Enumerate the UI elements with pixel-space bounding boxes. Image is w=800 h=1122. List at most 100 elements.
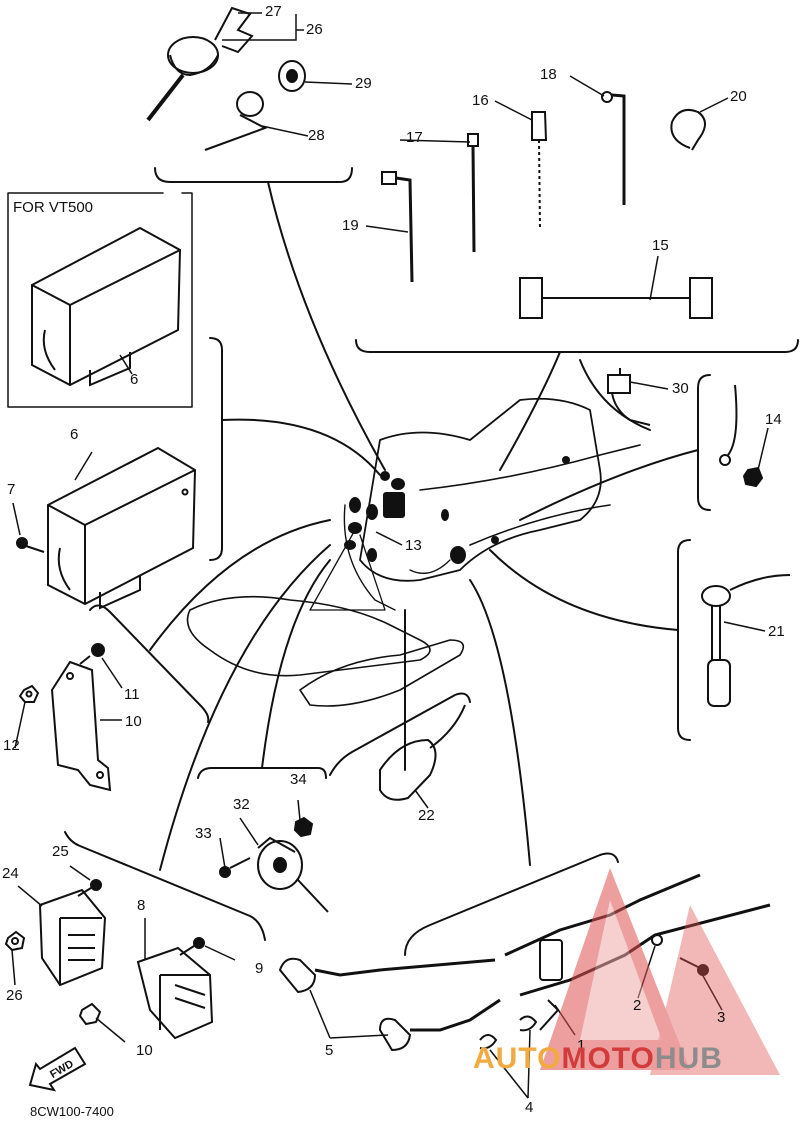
callout-26: 26 bbox=[6, 987, 23, 1004]
part-7-screw bbox=[16, 537, 45, 553]
part-18-band bbox=[467, 133, 479, 253]
callout-13: 12 bbox=[3, 737, 20, 754]
callout-6-inset: 6 bbox=[130, 371, 139, 388]
part-30-grommet bbox=[278, 60, 306, 92]
callout-18: 17 bbox=[406, 129, 423, 146]
group-bracket-right-15 bbox=[697, 374, 711, 511]
callout-28: 27 bbox=[265, 3, 282, 20]
watermark-part3: HUB bbox=[654, 1042, 723, 1075]
group-bracket-bottom-left bbox=[64, 831, 266, 941]
callout-12: 11 bbox=[124, 686, 140, 703]
group-bracket-top-left bbox=[154, 167, 353, 183]
part-6-inset bbox=[31, 226, 182, 387]
part-19-band bbox=[601, 91, 626, 205]
callout-leaders bbox=[11, 12, 769, 1099]
callout-34: 34 bbox=[290, 771, 307, 788]
callout-2: 2 bbox=[633, 997, 642, 1014]
part-5-plug-cap bbox=[278, 957, 501, 1052]
callout-9: 9 bbox=[255, 960, 264, 977]
part-8-unit bbox=[136, 946, 214, 1040]
callout-11: 10 bbox=[125, 713, 142, 730]
callout-10: 10 bbox=[136, 1042, 153, 1059]
harness-wire bbox=[309, 529, 386, 611]
group-bracket-bottom-mid bbox=[197, 767, 327, 779]
diagram-code: 8CW100-7400 bbox=[30, 1104, 114, 1119]
part-23-condenser bbox=[379, 704, 466, 801]
leader-line bbox=[267, 181, 386, 471]
part-12-bolt bbox=[79, 643, 105, 665]
watermark-text: AUTOMOTOHUB bbox=[473, 1042, 723, 1076]
frame-tube bbox=[186, 595, 431, 677]
connector-cluster bbox=[344, 456, 570, 564]
frame-spine-lower bbox=[469, 504, 611, 546]
callout-31: 30 bbox=[672, 380, 689, 397]
part-22-sensor bbox=[701, 574, 791, 707]
callout-27: 26 bbox=[306, 21, 323, 38]
inset-title: FOR VT500 bbox=[13, 199, 94, 216]
callout-7: 7 bbox=[7, 481, 16, 498]
group-bracket-left bbox=[209, 337, 223, 561]
part-6-main bbox=[47, 446, 197, 610]
part-33-bolt bbox=[219, 857, 251, 878]
callout-3: 3 bbox=[717, 1009, 726, 1026]
callout-14: 13 bbox=[405, 537, 422, 554]
callout-29: 28 bbox=[308, 127, 325, 144]
part-25-bolt bbox=[77, 879, 102, 897]
part-4-clip bbox=[479, 1015, 538, 1050]
callout-20: 19 bbox=[342, 217, 359, 234]
part-20-band bbox=[381, 171, 414, 283]
part-13-nut bbox=[18, 684, 40, 703]
watermark-part1: AUTO bbox=[473, 1042, 562, 1075]
leader-line bbox=[499, 351, 561, 471]
part-34-nut bbox=[293, 816, 314, 838]
part-29-switch bbox=[204, 91, 268, 151]
leader-line bbox=[221, 418, 381, 476]
callout-16: 15 bbox=[652, 237, 669, 254]
frame-spine bbox=[419, 444, 641, 491]
group-bracket-top-right bbox=[355, 339, 799, 353]
watermark-part2: MOTO bbox=[561, 1042, 655, 1075]
callout-21: 20 bbox=[730, 88, 747, 105]
callout-22: 21 bbox=[768, 623, 785, 640]
group-bracket-bottom-mid2 bbox=[329, 692, 471, 776]
callout-5: 5 bbox=[325, 1042, 334, 1059]
part-31-relay bbox=[607, 368, 651, 426]
leader-line bbox=[469, 579, 531, 866]
callout-15: 14 bbox=[765, 411, 782, 428]
part-2-nut bbox=[651, 934, 663, 946]
leader-line bbox=[159, 544, 331, 871]
callout-30: 29 bbox=[355, 75, 372, 92]
part-17-clamp bbox=[531, 111, 548, 231]
callout-4: 4 bbox=[525, 1099, 534, 1116]
callout-17: 16 bbox=[472, 92, 489, 109]
group-bracket-left-11 bbox=[89, 604, 210, 723]
callout-33: 33 bbox=[195, 825, 212, 842]
part-26-nut bbox=[4, 930, 26, 952]
watermark-logo bbox=[540, 868, 780, 1075]
part-21-clip bbox=[670, 109, 706, 151]
part-9-bolt bbox=[179, 937, 205, 956]
part-15-bolt bbox=[719, 384, 764, 488]
leader-line bbox=[149, 519, 331, 651]
leader-line bbox=[519, 449, 699, 521]
callout-23: 22 bbox=[418, 807, 435, 824]
frame-outline bbox=[359, 397, 602, 582]
harness-wire bbox=[409, 559, 451, 574]
callout-1: 1 bbox=[577, 1037, 586, 1054]
group-bracket-bottom-right bbox=[404, 852, 619, 956]
callout-25: 25 bbox=[52, 843, 69, 860]
callout-24: 24 bbox=[2, 865, 19, 882]
leader-line bbox=[489, 549, 679, 631]
inset-box bbox=[7, 192, 193, 408]
part-24-unit bbox=[38, 888, 107, 987]
fwd-arrow bbox=[28, 1046, 87, 1092]
part-11-bracket bbox=[50, 660, 112, 792]
harness-wire bbox=[343, 504, 396, 611]
callout-19: 18 bbox=[540, 66, 557, 83]
part-27-switch bbox=[146, 6, 254, 122]
callout-8: 8 bbox=[137, 897, 146, 914]
part-16-holder bbox=[519, 277, 713, 319]
leader-line bbox=[261, 559, 331, 769]
callout-32: 32 bbox=[233, 796, 250, 813]
